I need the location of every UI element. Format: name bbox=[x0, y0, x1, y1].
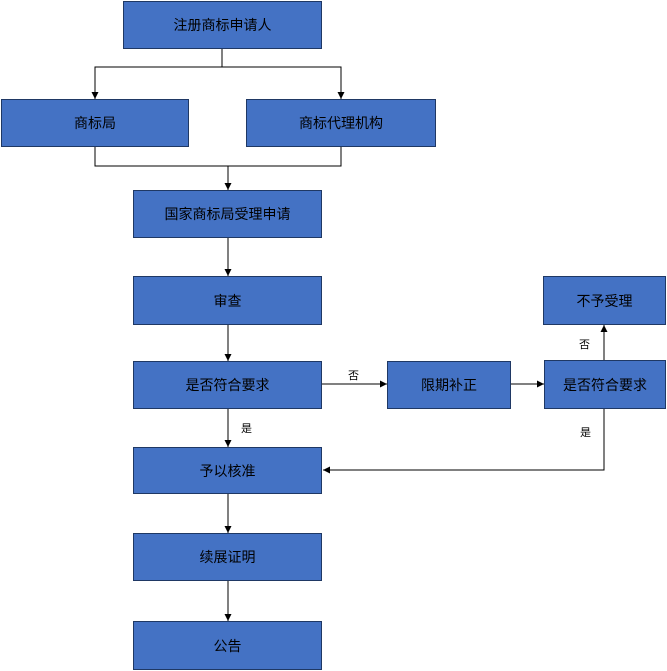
edge-label-no-correction: 否 bbox=[348, 369, 359, 382]
node-agency-label: 商标代理机构 bbox=[299, 116, 383, 132]
node-rejected: 不予受理 bbox=[543, 276, 666, 325]
node-rejected-label: 不予受理 bbox=[576, 293, 633, 310]
connector-applicant-to-agency bbox=[222, 66, 345, 99]
node-correction-label: 限期补正 bbox=[421, 378, 477, 394]
node-examination-label: 审查 bbox=[213, 293, 242, 310]
node-check-requirements: 是否符合要求 bbox=[133, 361, 322, 409]
connector-office-merge bbox=[94, 147, 342, 167]
node-applicant-label: 注册商标申请人 bbox=[173, 18, 272, 34]
node-check-requirements-label: 是否符合要求 bbox=[185, 378, 270, 394]
node-trademark-office-label: 商标局 bbox=[74, 116, 116, 132]
node-approval-label: 予以核准 bbox=[199, 463, 256, 480]
node-acceptance-label: 国家商标局受理申请 bbox=[164, 207, 291, 223]
edge-label-yes-approval: 是 bbox=[241, 422, 252, 435]
node-announcement-label: 公告 bbox=[213, 638, 242, 655]
node-check-requirements-2: 是否符合要求 bbox=[544, 360, 666, 409]
node-applicant: 注册商标申请人 bbox=[123, 1, 322, 49]
node-approval: 予以核准 bbox=[133, 447, 322, 494]
node-acceptance: 国家商标局受理申请 bbox=[133, 190, 322, 238]
edge-label-no-rejected: 否 bbox=[579, 338, 590, 351]
node-correction: 限期补正 bbox=[387, 361, 511, 409]
connector-check2-to-approval bbox=[323, 409, 605, 474]
node-check-requirements-2-label: 是否符合要求 bbox=[563, 377, 647, 394]
node-renewal-certificate: 续展证明 bbox=[133, 533, 322, 581]
node-agency: 商标代理机构 bbox=[246, 99, 436, 147]
edge-label-yes-approval-2: 是 bbox=[580, 426, 591, 439]
node-examination: 审查 bbox=[133, 276, 322, 325]
node-announcement: 公告 bbox=[133, 621, 322, 670]
connector-applicant-split bbox=[91, 49, 223, 99]
node-trademark-office: 商标局 bbox=[1, 99, 189, 147]
node-renewal-certificate-label: 续展证明 bbox=[199, 550, 256, 566]
